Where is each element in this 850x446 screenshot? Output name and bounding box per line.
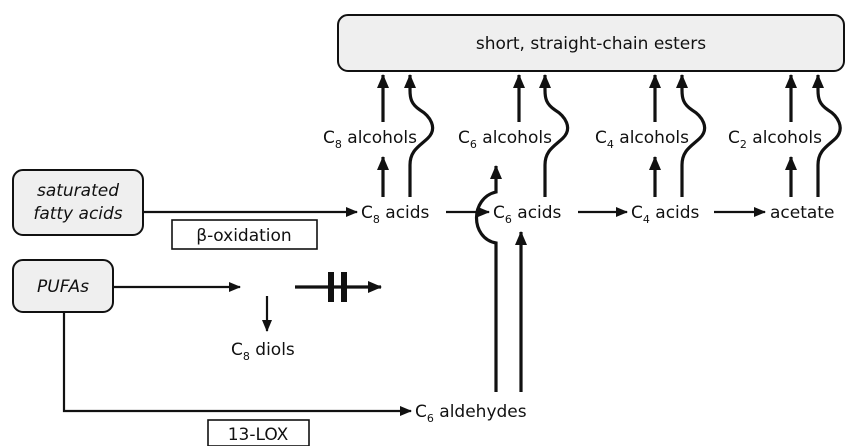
c8-diols-label: C8 diols [231,340,295,363]
c2-alcohols-label: C2 alcohols [728,128,822,151]
acetate-label: acetate [770,203,834,223]
arrow-acetate-to-esters [812,74,842,197]
lox-box [207,419,310,446]
lox-label: 13-LOX [228,425,289,445]
c6-aldehydes-label: C6 aldehydes [415,402,527,425]
arrow-c8acids-to-esters [404,74,435,197]
arrow-aldehydes-to-c6alcohols [474,165,502,392]
c8-alcohols-label: C8 alcohols [323,128,417,151]
esters-label: short, straight-chain esters [476,34,706,54]
c8-acids-label: C8 acids [361,203,430,226]
c4-acids-label: C4 acids [631,203,700,226]
beta-oxidation-label: β-oxidation [196,226,291,246]
fatty-acids-label: fatty acids [33,204,122,224]
arrow-pufas-to-c6-aldehydes [62,312,412,416]
pufas-label: PUFAs [37,277,89,297]
saturated-label: saturated [37,181,119,201]
c4-alcohols-label: C4 alcohols [595,128,689,151]
c6-alcohols-label: C6 alcohols [458,128,552,151]
esters-box [337,14,845,72]
saturated-fatty-acids-box [12,169,144,236]
beta-oxidation-box [171,219,318,250]
arrow-c6acids-to-esters [539,74,570,197]
c6-acids-label: C6 acids [493,203,562,226]
arrow-c4acids-to-esters [676,74,707,197]
